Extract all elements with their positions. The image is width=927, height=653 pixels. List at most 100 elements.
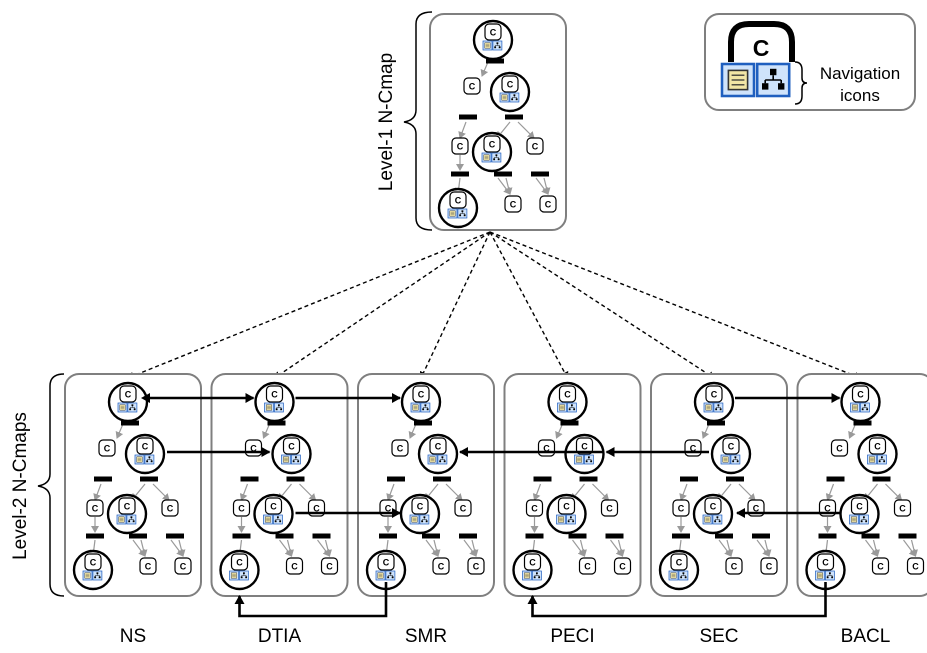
sub-map-tree-icon[interactable] (437, 454, 448, 465)
concept-node[interactable]: C (391, 439, 409, 457)
concept-node[interactable]: C (526, 137, 544, 155)
concept-node-with-icons[interactable]: C (481, 135, 502, 163)
concept-node-with-icons[interactable]: C (375, 553, 396, 581)
concept-node[interactable]: C (451, 137, 469, 155)
concept-doc-icon[interactable] (134, 454, 145, 465)
concept-node-with-icons[interactable]: C (447, 191, 468, 219)
concept-node[interactable]: C (906, 557, 925, 575)
concept-node[interactable]: C (320, 557, 339, 575)
concept-node-with-icons[interactable]: C (264, 385, 284, 413)
concept-node-with-icons[interactable]: C (117, 385, 138, 413)
concept-node[interactable]: C (871, 557, 890, 575)
concept-doc-icon[interactable] (117, 402, 128, 413)
concept-node[interactable]: C (463, 77, 481, 95)
concept-node[interactable]: C (244, 439, 263, 457)
concept-node[interactable]: C (285, 557, 304, 575)
sub-map-tree-icon[interactable] (457, 208, 468, 219)
sub-map-tree-icon[interactable] (492, 40, 503, 51)
sub-map-tree-icon[interactable] (532, 570, 542, 581)
concept-node[interactable]: C (161, 499, 179, 517)
concept-doc-icon[interactable] (557, 402, 567, 413)
concept-doc-icon[interactable] (668, 570, 679, 581)
concept-node-with-icons[interactable]: C (82, 553, 103, 581)
sub-map-tree-icon[interactable] (712, 514, 723, 525)
concept-node[interactable]: C (86, 499, 104, 517)
concept-node[interactable]: C (600, 499, 619, 517)
sub-map-tree-icon[interactable] (859, 514, 869, 525)
concept-node-with-icons[interactable]: C (409, 497, 430, 525)
concept-node-with-icons[interactable]: C (522, 553, 542, 581)
concept-doc-icon[interactable] (427, 454, 438, 465)
sub-map-tree-icon[interactable] (877, 454, 887, 465)
concept-node[interactable]: C (174, 557, 192, 575)
concept-node-with-icons[interactable]: C (499, 75, 520, 103)
concept-node-with-icons[interactable]: C (263, 497, 283, 525)
concept-node-with-icons[interactable]: C (703, 385, 724, 413)
concept-doc-icon[interactable] (522, 570, 532, 581)
concept-node-with-icons[interactable]: C (557, 385, 577, 413)
concept-node[interactable]: C (684, 439, 702, 457)
sub-map-tree-icon[interactable] (273, 514, 283, 525)
concept-doc-icon[interactable] (281, 454, 291, 465)
concept-doc-icon[interactable] (849, 514, 859, 525)
concept-node-with-icons[interactable]: C (281, 437, 301, 465)
concept-node[interactable]: C (830, 439, 849, 457)
concept-node-with-icons[interactable]: C (410, 385, 431, 413)
concept-doc-icon[interactable] (815, 570, 825, 581)
concept-doc-icon[interactable] (447, 208, 458, 219)
sub-map-tree-icon[interactable] (730, 454, 741, 465)
concept-node-with-icons[interactable]: C (849, 497, 869, 525)
concept-doc-icon[interactable] (867, 454, 877, 465)
concept-doc-icon[interactable] (556, 514, 566, 525)
concept-doc-icon[interactable] (82, 570, 93, 581)
concept-node-with-icons[interactable]: C (720, 437, 741, 465)
concept-doc-icon[interactable] (482, 40, 493, 51)
concept-doc-icon[interactable] (702, 514, 713, 525)
sub-map-tree-icon[interactable] (755, 62, 791, 98)
concept-node[interactable]: C (672, 499, 690, 517)
concept-node[interactable]: C (725, 557, 743, 575)
concept-doc-icon[interactable] (264, 402, 274, 413)
concept-node-with-icons[interactable]: C (867, 437, 887, 465)
concept-node[interactable]: C (893, 499, 912, 517)
sub-map-tree-icon[interactable] (860, 402, 870, 413)
concept-doc-icon[interactable] (720, 454, 731, 465)
sub-map-tree-icon[interactable] (566, 514, 576, 525)
concept-node-with-icons[interactable]: C (116, 497, 137, 525)
concept-doc-icon[interactable] (229, 570, 239, 581)
concept-node[interactable]: C (578, 557, 597, 575)
concept-node[interactable]: C (760, 557, 778, 575)
concept-node-with-icons[interactable]: C (702, 497, 723, 525)
concept-node-with-icons[interactable]: C (574, 437, 594, 465)
concept-node-with-icons[interactable]: C (427, 437, 448, 465)
concept-doc-icon[interactable] (481, 152, 492, 163)
concept-node-with-icons[interactable]: C (134, 437, 155, 465)
concept-node-with-icons[interactable]: C (815, 553, 835, 581)
concept-node[interactable]: C (467, 557, 485, 575)
concept-node[interactable]: C (432, 557, 450, 575)
sub-map-tree-icon[interactable] (567, 402, 577, 413)
concept-node-with-icons[interactable]: C (229, 553, 249, 581)
concept-node[interactable]: C (98, 439, 116, 457)
concept-doc-icon[interactable] (375, 570, 386, 581)
sub-map-tree-icon[interactable] (491, 152, 502, 163)
sub-map-tree-icon[interactable] (291, 454, 301, 465)
concept-node-with-icons[interactable]: C (482, 23, 503, 51)
sub-map-tree-icon[interactable] (127, 402, 138, 413)
concept-node[interactable]: C (454, 499, 472, 517)
concept-doc-icon[interactable] (116, 514, 127, 525)
concept-doc-icon[interactable] (574, 454, 584, 465)
concept-node[interactable]: C (232, 499, 251, 517)
sub-map-tree-icon[interactable] (144, 454, 155, 465)
concept-node[interactable]: C (139, 557, 157, 575)
concept-node-with-icons[interactable]: C (850, 385, 870, 413)
concept-node[interactable]: C (537, 439, 556, 457)
sub-map-tree-icon[interactable] (509, 92, 520, 103)
concept-node[interactable]: C (539, 195, 557, 213)
concept-node[interactable]: C (525, 499, 544, 517)
concept-doc-icon[interactable] (410, 402, 421, 413)
concept-doc-icon[interactable] (499, 92, 510, 103)
concept-node[interactable]: C (613, 557, 632, 575)
sub-map-tree-icon[interactable] (825, 570, 835, 581)
concept-doc-icon[interactable] (720, 62, 756, 98)
